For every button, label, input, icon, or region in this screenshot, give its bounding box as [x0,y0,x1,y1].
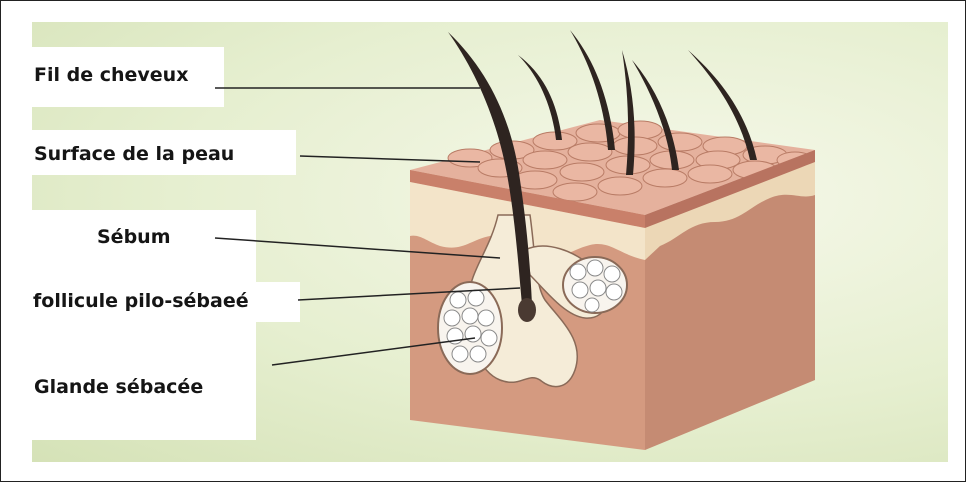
label-skin-surface: Surface de la peau [34,143,234,165]
label-gland: Glande sébacée [34,376,203,398]
label-hair: Fil de cheveux [34,64,188,86]
sebaceous-gland-left [438,282,502,374]
hair-bulb [518,298,536,322]
label-sebum: Sébum [97,226,171,248]
sebaceous-gland-right [563,257,627,313]
label-follicle: follicule pilo-sébaeé [33,290,249,312]
